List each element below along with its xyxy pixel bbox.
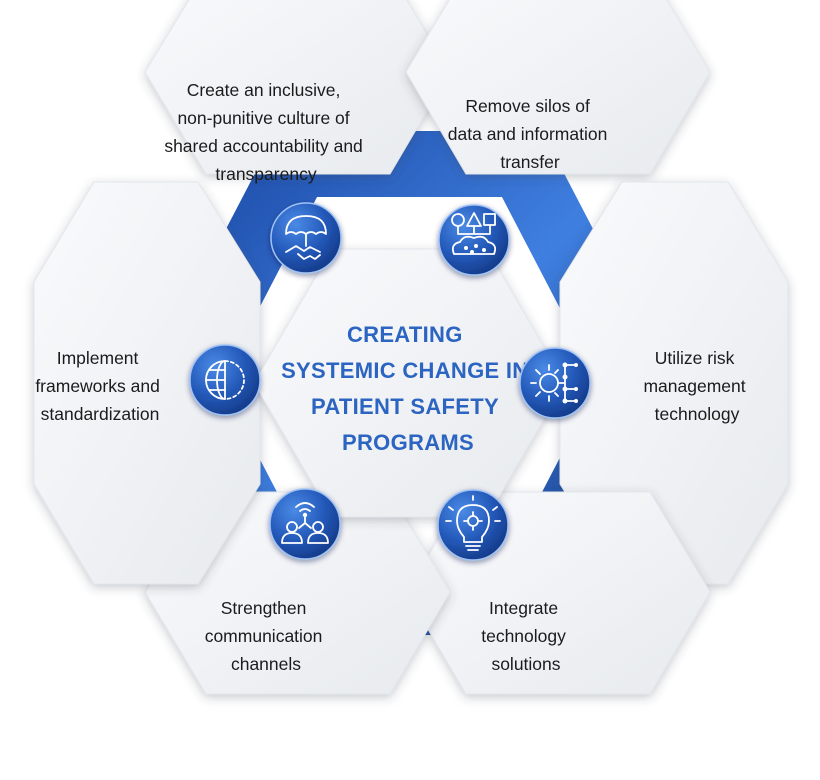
node-label-risk: Utilize risk management technology	[643, 348, 750, 424]
umbrella-handshake-icon	[270, 202, 342, 274]
gear-network-icon	[519, 347, 591, 419]
center-title: CREATING SYSTEMIC CHANGE IN PATIENT SAFE…	[281, 322, 535, 455]
node-label-silos: Remove silos of data and information tra…	[448, 96, 612, 172]
node-label-communication: Strengthen communication channels	[205, 598, 328, 674]
hex-silos	[405, 0, 711, 175]
center-title-line-4: PROGRAMS	[342, 430, 474, 455]
lightbulb-gear-icon	[437, 489, 509, 561]
node-label-frameworks: Implement frameworks and standardization	[35, 348, 164, 424]
center-title-line-3: PATIENT SAFETY	[311, 394, 499, 419]
hex-center	[253, 248, 566, 518]
center-title-line-1: CREATING	[347, 322, 463, 347]
people-wifi-icon	[269, 488, 341, 560]
center-title-line-2: SYSTEMIC CHANGE IN	[281, 358, 528, 383]
node-label-integrate: Integrate technology solutions	[481, 598, 571, 674]
half-globe-icon	[189, 344, 261, 416]
hex-frameworks	[33, 181, 261, 585]
hexagon-group	[33, 0, 789, 695]
node-label-culture: Create an inclusive, non-punitive cultur…	[164, 80, 367, 184]
shapes-cloud-network-icon	[438, 204, 510, 276]
